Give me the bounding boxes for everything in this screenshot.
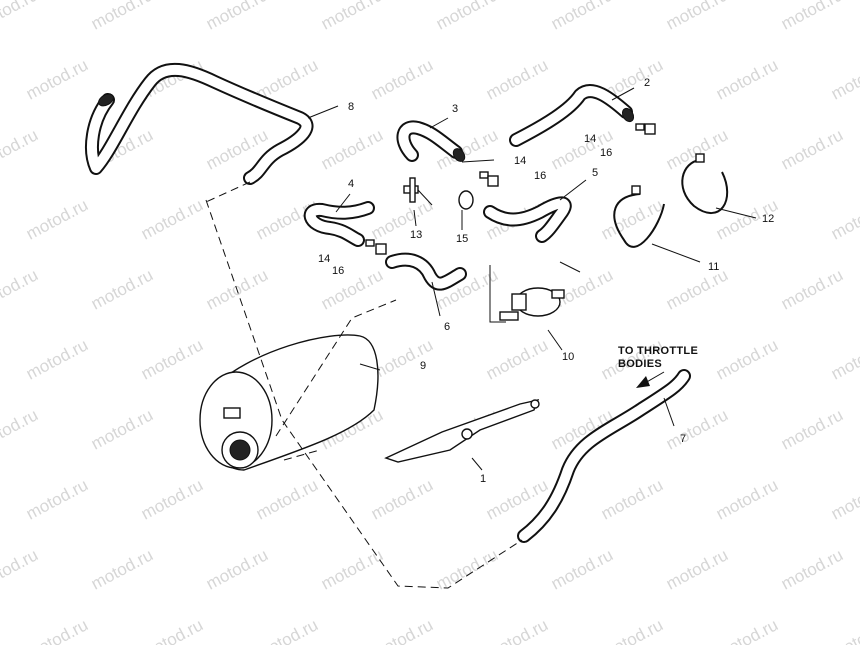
label-16c: 16 bbox=[332, 265, 344, 277]
hose-3 bbox=[396, 120, 466, 162]
label-5: 5 bbox=[592, 167, 598, 179]
label-12: 12 bbox=[762, 213, 774, 225]
label-7: 7 bbox=[680, 433, 686, 445]
label-3: 3 bbox=[452, 103, 458, 115]
hose-7 bbox=[517, 369, 691, 543]
label-16b: 16 bbox=[534, 170, 546, 182]
caption-line-2: BODIES bbox=[618, 358, 662, 370]
label-10: 10 bbox=[562, 351, 574, 363]
hose-5 bbox=[483, 196, 572, 243]
label-14c: 14 bbox=[318, 253, 330, 265]
clamps-11-12 bbox=[613, 153, 729, 248]
hose-4 bbox=[303, 201, 375, 247]
hose-6 bbox=[385, 252, 467, 291]
label-15: 15 bbox=[456, 233, 468, 245]
assembly-lines bbox=[205, 87, 757, 589]
label-4: 4 bbox=[348, 178, 354, 190]
caption-line-1: TO THROTTLE bbox=[618, 345, 698, 357]
t-connector-13 bbox=[403, 177, 433, 206]
arrow-icon bbox=[636, 371, 665, 388]
hose-2 bbox=[509, 84, 635, 147]
bracket-1 bbox=[384, 399, 540, 463]
label-16a: 16 bbox=[600, 147, 612, 159]
purge-valve-10 bbox=[499, 287, 565, 321]
label-13: 13 bbox=[410, 229, 422, 241]
label-8: 8 bbox=[348, 101, 354, 113]
label-6: 6 bbox=[444, 321, 450, 333]
label-9: 9 bbox=[420, 360, 426, 372]
callout-labels: 2 3 8 14 16 14 16 5 4 13 15 14 16 11 12 … bbox=[318, 77, 774, 485]
orifice-15 bbox=[458, 190, 474, 210]
label-2: 2 bbox=[644, 77, 650, 89]
label-1: 1 bbox=[480, 473, 486, 485]
label-11: 11 bbox=[708, 261, 719, 273]
hose-clamps bbox=[365, 123, 656, 255]
label-14a: 14 bbox=[584, 133, 596, 145]
label-14b: 14 bbox=[514, 155, 526, 167]
canister-9 bbox=[199, 334, 379, 471]
hose-8 bbox=[85, 62, 314, 185]
